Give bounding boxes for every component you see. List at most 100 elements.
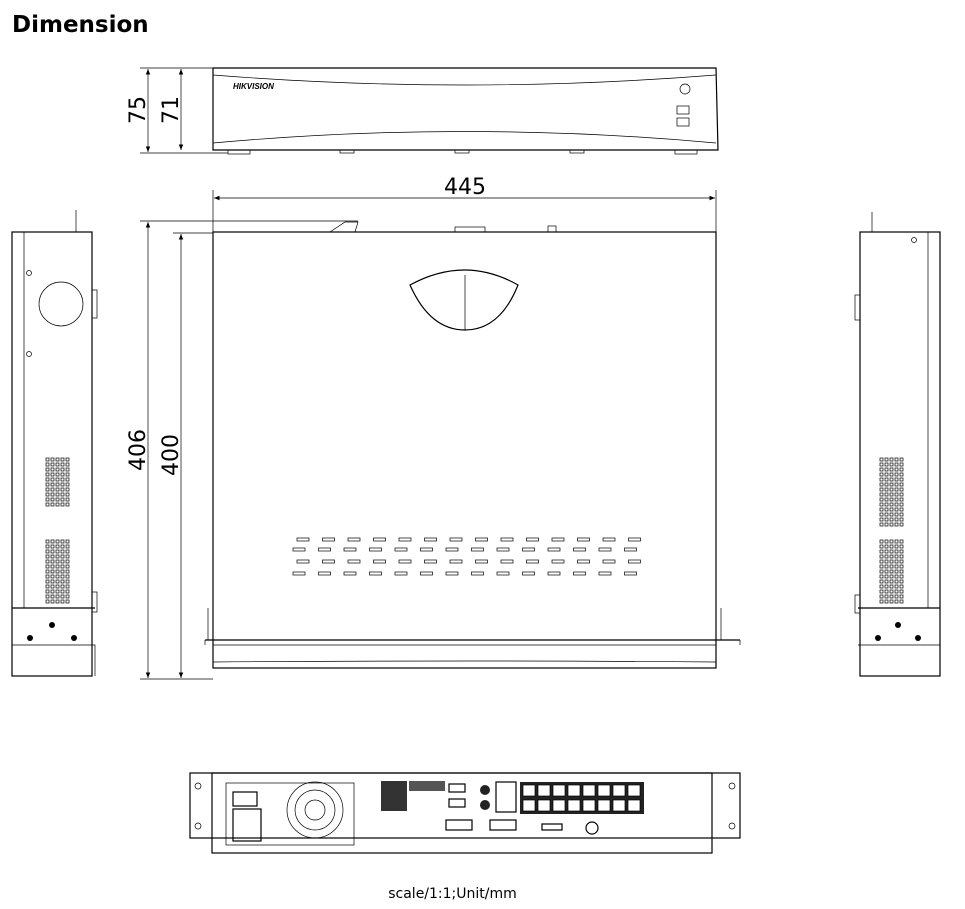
vent-hole bbox=[889, 599, 894, 604]
vent-hole bbox=[45, 457, 50, 462]
vent-slot bbox=[398, 559, 412, 564]
dim-height-total: 75 bbox=[126, 96, 151, 124]
vent-hole bbox=[60, 457, 65, 462]
vent-hole bbox=[894, 549, 899, 554]
vent-hole bbox=[879, 559, 884, 564]
vent-hole bbox=[55, 554, 60, 559]
vent-hole bbox=[884, 549, 889, 554]
handle-recess bbox=[409, 269, 519, 331]
vent-hole bbox=[879, 599, 884, 604]
vent-slot bbox=[318, 571, 331, 576]
dim-height-body: 71 bbox=[159, 96, 184, 124]
vent-hole bbox=[879, 554, 884, 559]
vent-hole bbox=[899, 544, 904, 549]
front-view: HIKVISION 75 71 bbox=[126, 67, 719, 155]
vent-hole bbox=[889, 539, 894, 544]
vent-hole bbox=[889, 482, 894, 487]
vent-hole bbox=[899, 584, 904, 589]
vent-hole bbox=[65, 569, 70, 574]
vent-hole bbox=[879, 522, 884, 527]
poe-port bbox=[582, 784, 596, 797]
vent-slot bbox=[424, 559, 437, 564]
vent-hole bbox=[894, 569, 899, 574]
vent-hole bbox=[65, 487, 70, 492]
vent-hole bbox=[60, 589, 65, 594]
vent-hole bbox=[45, 559, 50, 564]
vent-hole bbox=[894, 599, 899, 604]
vent-hole bbox=[889, 564, 894, 569]
vent-hole bbox=[899, 579, 904, 584]
vent-hole bbox=[50, 549, 55, 554]
poe-port bbox=[537, 784, 551, 797]
vent-hole bbox=[884, 589, 889, 594]
dim-depth-body: 400 bbox=[159, 434, 184, 476]
vent-slot bbox=[547, 571, 561, 576]
poe-port bbox=[552, 799, 566, 812]
vent-hole bbox=[50, 482, 55, 487]
vent-hole bbox=[50, 502, 55, 507]
vent-hole bbox=[55, 569, 60, 574]
vent-hole bbox=[879, 594, 884, 599]
vent-hole bbox=[45, 467, 50, 472]
vent-hole bbox=[65, 539, 70, 544]
vent-hole bbox=[45, 549, 50, 554]
vent-slot bbox=[602, 559, 616, 564]
vent-hole bbox=[889, 559, 894, 564]
vent-hole bbox=[889, 574, 894, 579]
vent-slot bbox=[522, 571, 535, 576]
vent-hole bbox=[55, 472, 60, 477]
vent-hole bbox=[879, 544, 884, 549]
vent-hole bbox=[879, 462, 884, 467]
vent-slot bbox=[471, 571, 484, 576]
vent-hole bbox=[884, 457, 889, 462]
vent-hole bbox=[45, 492, 50, 497]
vent-slot bbox=[573, 571, 586, 576]
fan-icon bbox=[38, 281, 84, 327]
vent-hole bbox=[899, 457, 904, 462]
vent-hole bbox=[899, 599, 904, 604]
usb-port-icon bbox=[676, 105, 690, 115]
vent-hole bbox=[55, 559, 60, 564]
vent-hole bbox=[899, 472, 904, 477]
vent-hole bbox=[889, 589, 894, 594]
vent-hole bbox=[65, 564, 70, 569]
vent-hole bbox=[55, 467, 60, 472]
vent-hole bbox=[60, 599, 65, 604]
vent-slot bbox=[343, 547, 357, 552]
vent-slot bbox=[449, 559, 463, 564]
top-view: 445 406 400 bbox=[126, 175, 741, 680]
vent-slot bbox=[369, 547, 382, 552]
vent-hole bbox=[50, 559, 55, 564]
vent-hole bbox=[60, 482, 65, 487]
vent-hole bbox=[899, 549, 904, 554]
vent-hole bbox=[50, 472, 55, 477]
vent-slot bbox=[398, 537, 412, 542]
vent-hole bbox=[889, 492, 894, 497]
vent-hole bbox=[899, 559, 904, 564]
vent-hole bbox=[879, 579, 884, 584]
vent-hole bbox=[894, 522, 899, 527]
vent-hole bbox=[894, 579, 899, 584]
vent-slot bbox=[598, 571, 612, 576]
vent-hole bbox=[65, 492, 70, 497]
vent-hole bbox=[899, 497, 904, 502]
dim-width: 445 bbox=[444, 175, 486, 200]
vent-hole bbox=[45, 502, 50, 507]
vent-hole bbox=[884, 482, 889, 487]
vent-hole bbox=[65, 594, 70, 599]
vent-slot bbox=[500, 559, 514, 564]
vent-hole bbox=[879, 492, 884, 497]
vent-slot bbox=[424, 537, 437, 542]
vent-slot bbox=[526, 559, 539, 564]
vent-hole bbox=[894, 507, 899, 512]
vent-slot bbox=[343, 571, 357, 576]
vent-slot bbox=[373, 559, 386, 564]
vent-hole bbox=[50, 569, 55, 574]
vent-hole bbox=[879, 512, 884, 517]
vent-hole bbox=[889, 584, 894, 589]
vent-hole bbox=[50, 539, 55, 544]
vent-slot bbox=[496, 571, 510, 576]
vent-hole bbox=[894, 497, 899, 502]
vent-hole bbox=[884, 584, 889, 589]
vent-hole bbox=[884, 559, 889, 564]
